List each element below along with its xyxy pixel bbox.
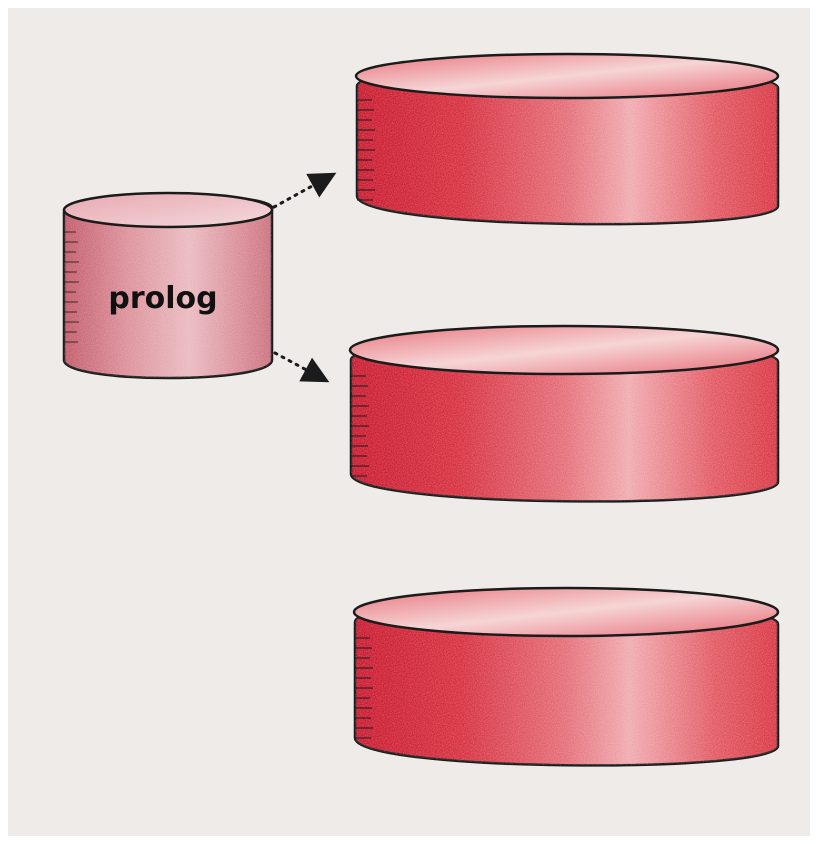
target-cylinder-1 xyxy=(356,54,778,224)
source-cylinder: prolog xyxy=(64,193,272,378)
arrow-to-target-2 xyxy=(275,353,327,381)
arrow-to-target-1 xyxy=(274,174,334,207)
source-label: prolog xyxy=(108,281,217,316)
target-cylinder-3 xyxy=(354,588,778,765)
target-cylinder-2 xyxy=(350,326,778,501)
